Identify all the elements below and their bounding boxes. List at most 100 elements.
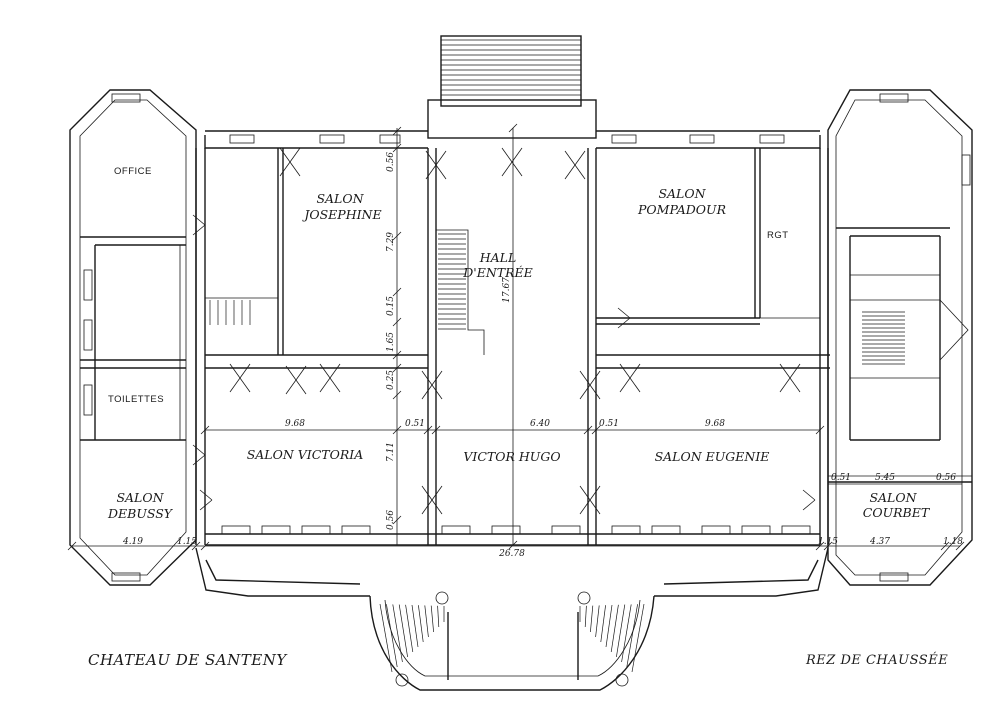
door-leaf bbox=[511, 147, 523, 163]
dim-056-c: 0.56 bbox=[936, 473, 956, 483]
dim-tick bbox=[823, 541, 833, 551]
window bbox=[741, 525, 771, 535]
door-leaf bbox=[431, 499, 443, 515]
door-leaf bbox=[579, 384, 591, 400]
door-leaf bbox=[511, 161, 523, 177]
door-leaf bbox=[789, 377, 801, 393]
door-leaf bbox=[619, 363, 631, 379]
door-swings bbox=[192, 147, 816, 515]
window bbox=[781, 525, 811, 535]
stair-step bbox=[386, 604, 398, 668]
door-leaf bbox=[199, 499, 213, 511]
dim-tick bbox=[955, 541, 965, 551]
window bbox=[261, 525, 291, 535]
entrance-stairs-top bbox=[427, 35, 597, 139]
door-leaf bbox=[589, 384, 601, 400]
dim-2678: 26.78 bbox=[498, 549, 525, 559]
door-leaf bbox=[295, 379, 307, 395]
dimension-labels: 9.68 0.51 6.40 0.51 9.68 26.78 4.19 1.15… bbox=[122, 152, 963, 559]
door-leaf bbox=[435, 150, 447, 166]
door-leaf bbox=[425, 164, 437, 180]
door-leaf bbox=[564, 164, 576, 180]
door-leaf bbox=[589, 499, 601, 515]
label-rgt: RGT bbox=[767, 230, 789, 241]
dim-437: 4.37 bbox=[869, 537, 890, 547]
door-leaf bbox=[579, 485, 591, 501]
window bbox=[341, 525, 371, 535]
dim-tick bbox=[392, 390, 402, 400]
left-pavilion bbox=[69, 89, 197, 586]
window bbox=[551, 525, 581, 535]
stair-step bbox=[631, 603, 645, 673]
dim-tick bbox=[392, 515, 402, 525]
door-leaf bbox=[629, 377, 641, 393]
door-leaf bbox=[574, 164, 586, 180]
dim-051-b: 0.51 bbox=[599, 419, 619, 429]
door-leaf bbox=[192, 214, 206, 226]
dim-051-a: 0.51 bbox=[405, 419, 425, 429]
dim-tick bbox=[392, 425, 402, 435]
dim-968-right: 9.68 bbox=[705, 419, 725, 429]
door-leaf bbox=[285, 379, 297, 395]
door-leaf bbox=[329, 363, 341, 379]
dim-051-c: 0.51 bbox=[831, 473, 851, 483]
door-leaf bbox=[779, 377, 791, 393]
door-leaf bbox=[617, 317, 631, 329]
door-leaf bbox=[425, 150, 437, 166]
window bbox=[301, 525, 331, 535]
label-salon-victoria: SALON VICTORIA bbox=[247, 447, 364, 462]
window bbox=[221, 525, 251, 535]
stair-step bbox=[437, 605, 440, 628]
door-leaf bbox=[501, 161, 513, 177]
dim-115-right: 1.15 bbox=[818, 537, 838, 547]
door-leaf bbox=[319, 377, 331, 393]
window bbox=[441, 525, 471, 535]
door-leaf bbox=[279, 147, 291, 163]
door-leaf bbox=[192, 454, 206, 466]
door-leaf bbox=[421, 499, 433, 515]
dim-tick bbox=[508, 540, 518, 550]
dim-tick bbox=[940, 541, 950, 551]
window bbox=[701, 525, 731, 535]
door-leaf bbox=[629, 363, 641, 379]
dim-v-015: 0.15 bbox=[386, 296, 396, 316]
label-salon-pompadour-1: SALON bbox=[658, 186, 706, 201]
stair-step bbox=[424, 605, 429, 638]
door-leaf bbox=[579, 499, 591, 515]
dim-tick bbox=[591, 425, 601, 435]
stair-step bbox=[621, 604, 632, 663]
door-leaf bbox=[779, 363, 791, 379]
door-leaf bbox=[285, 365, 297, 381]
stair-step bbox=[610, 604, 619, 653]
door-leaf bbox=[329, 377, 341, 393]
stair-step bbox=[418, 605, 424, 643]
label-hall-2: D'ENTRÉE bbox=[462, 265, 533, 280]
label-salon-courbet-2: COURBET bbox=[863, 505, 931, 520]
dim-tick bbox=[815, 541, 825, 551]
label-salon-pompadour-2: POMPADOUR bbox=[637, 202, 726, 217]
door-leaf bbox=[802, 489, 816, 501]
stair-step bbox=[595, 605, 600, 638]
right-pavilion bbox=[827, 89, 973, 586]
stair-step bbox=[379, 603, 393, 673]
door-leaf bbox=[229, 363, 241, 379]
dim-545: 5.45 bbox=[875, 473, 895, 483]
door-leaf bbox=[789, 363, 801, 379]
stair-step bbox=[600, 605, 606, 643]
door-leaf bbox=[589, 485, 601, 501]
door-leaf bbox=[431, 485, 443, 501]
door-leaf bbox=[289, 161, 301, 177]
dim-tick bbox=[423, 425, 433, 435]
dim-tick bbox=[392, 231, 402, 241]
door-leaf bbox=[617, 307, 631, 319]
stair-step bbox=[398, 604, 408, 658]
dim-v-165: 1.65 bbox=[386, 332, 396, 352]
stair-step bbox=[411, 604, 419, 648]
stair-step bbox=[605, 604, 613, 648]
dim-tick bbox=[815, 425, 825, 435]
door-leaf bbox=[239, 377, 251, 393]
door-leaf bbox=[289, 147, 301, 163]
label-salon-josephine-1: SALON bbox=[316, 191, 364, 206]
dim-v-1767: 17.67 bbox=[502, 277, 512, 303]
dim-v-025: 0.25 bbox=[386, 370, 396, 390]
